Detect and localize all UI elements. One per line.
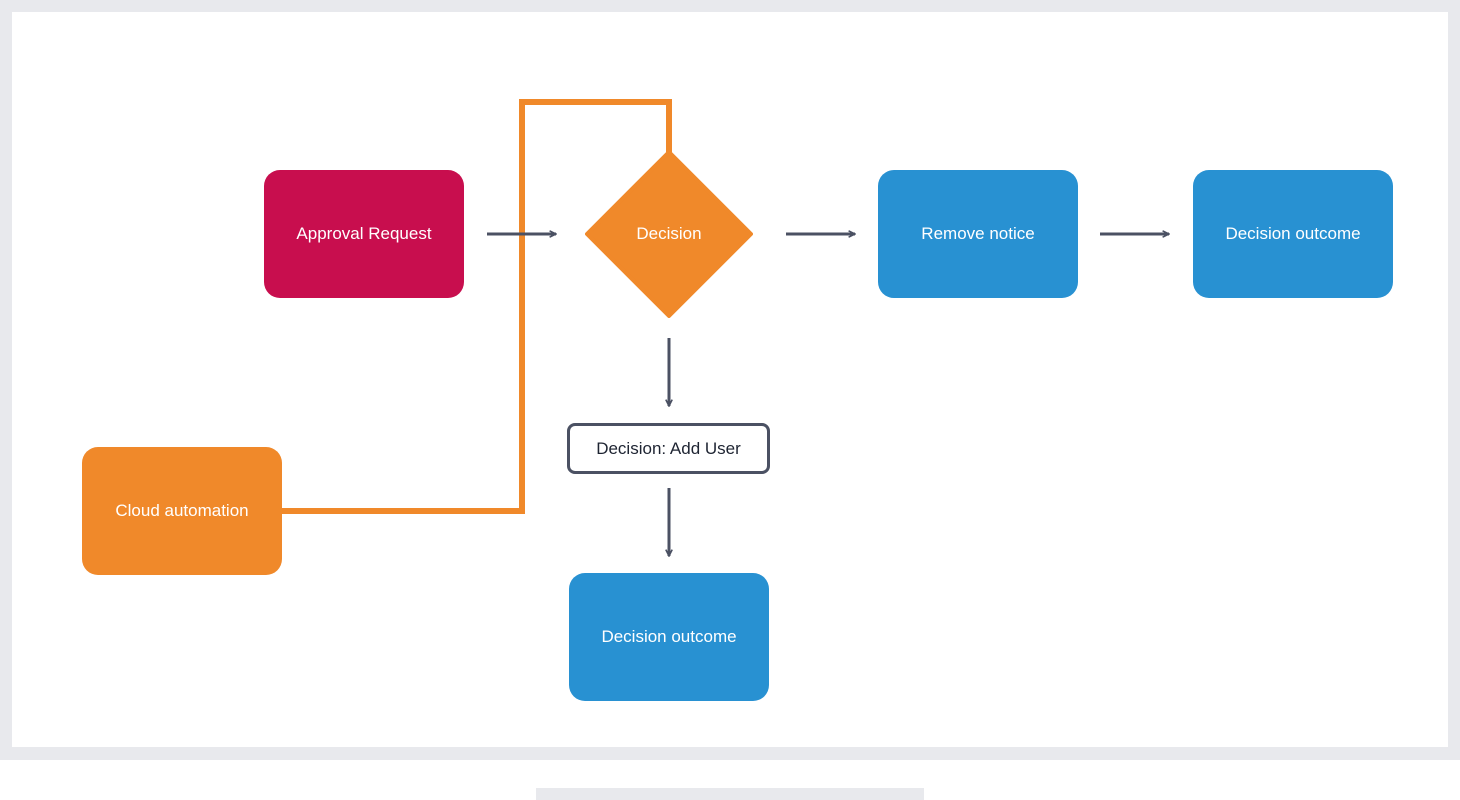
- decision-outcome-right-label: Decision outcome: [1225, 224, 1361, 243]
- remove-notice-node[interactable]: Remove notice: [878, 170, 1078, 298]
- cloud-automation-label: Cloud automation: [115, 501, 249, 520]
- decision-label: Decision: [636, 224, 702, 243]
- remove-notice-label: Remove notice: [921, 224, 1035, 243]
- decision-add-user-node[interactable]: Decision: Add User: [567, 423, 770, 474]
- approval-request-label: Approval Request: [296, 224, 432, 243]
- decision-outcome-bottom-node[interactable]: Decision outcome: [569, 573, 769, 701]
- footer-bar: [536, 788, 924, 800]
- decision-diamond-shape: [585, 150, 753, 318]
- decision-outcome-right-node[interactable]: Decision outcome: [1193, 170, 1393, 298]
- decision-outcome-bottom-label: Decision outcome: [601, 627, 737, 646]
- cloud-automation-node[interactable]: Cloud automation: [82, 447, 282, 575]
- decision-add-user-label: Decision: Add User: [596, 438, 741, 458]
- decision-node[interactable]: Decision: [585, 150, 753, 318]
- approval-request-node[interactable]: Approval Request: [264, 170, 464, 298]
- cloud-automation-connector: [282, 99, 672, 514]
